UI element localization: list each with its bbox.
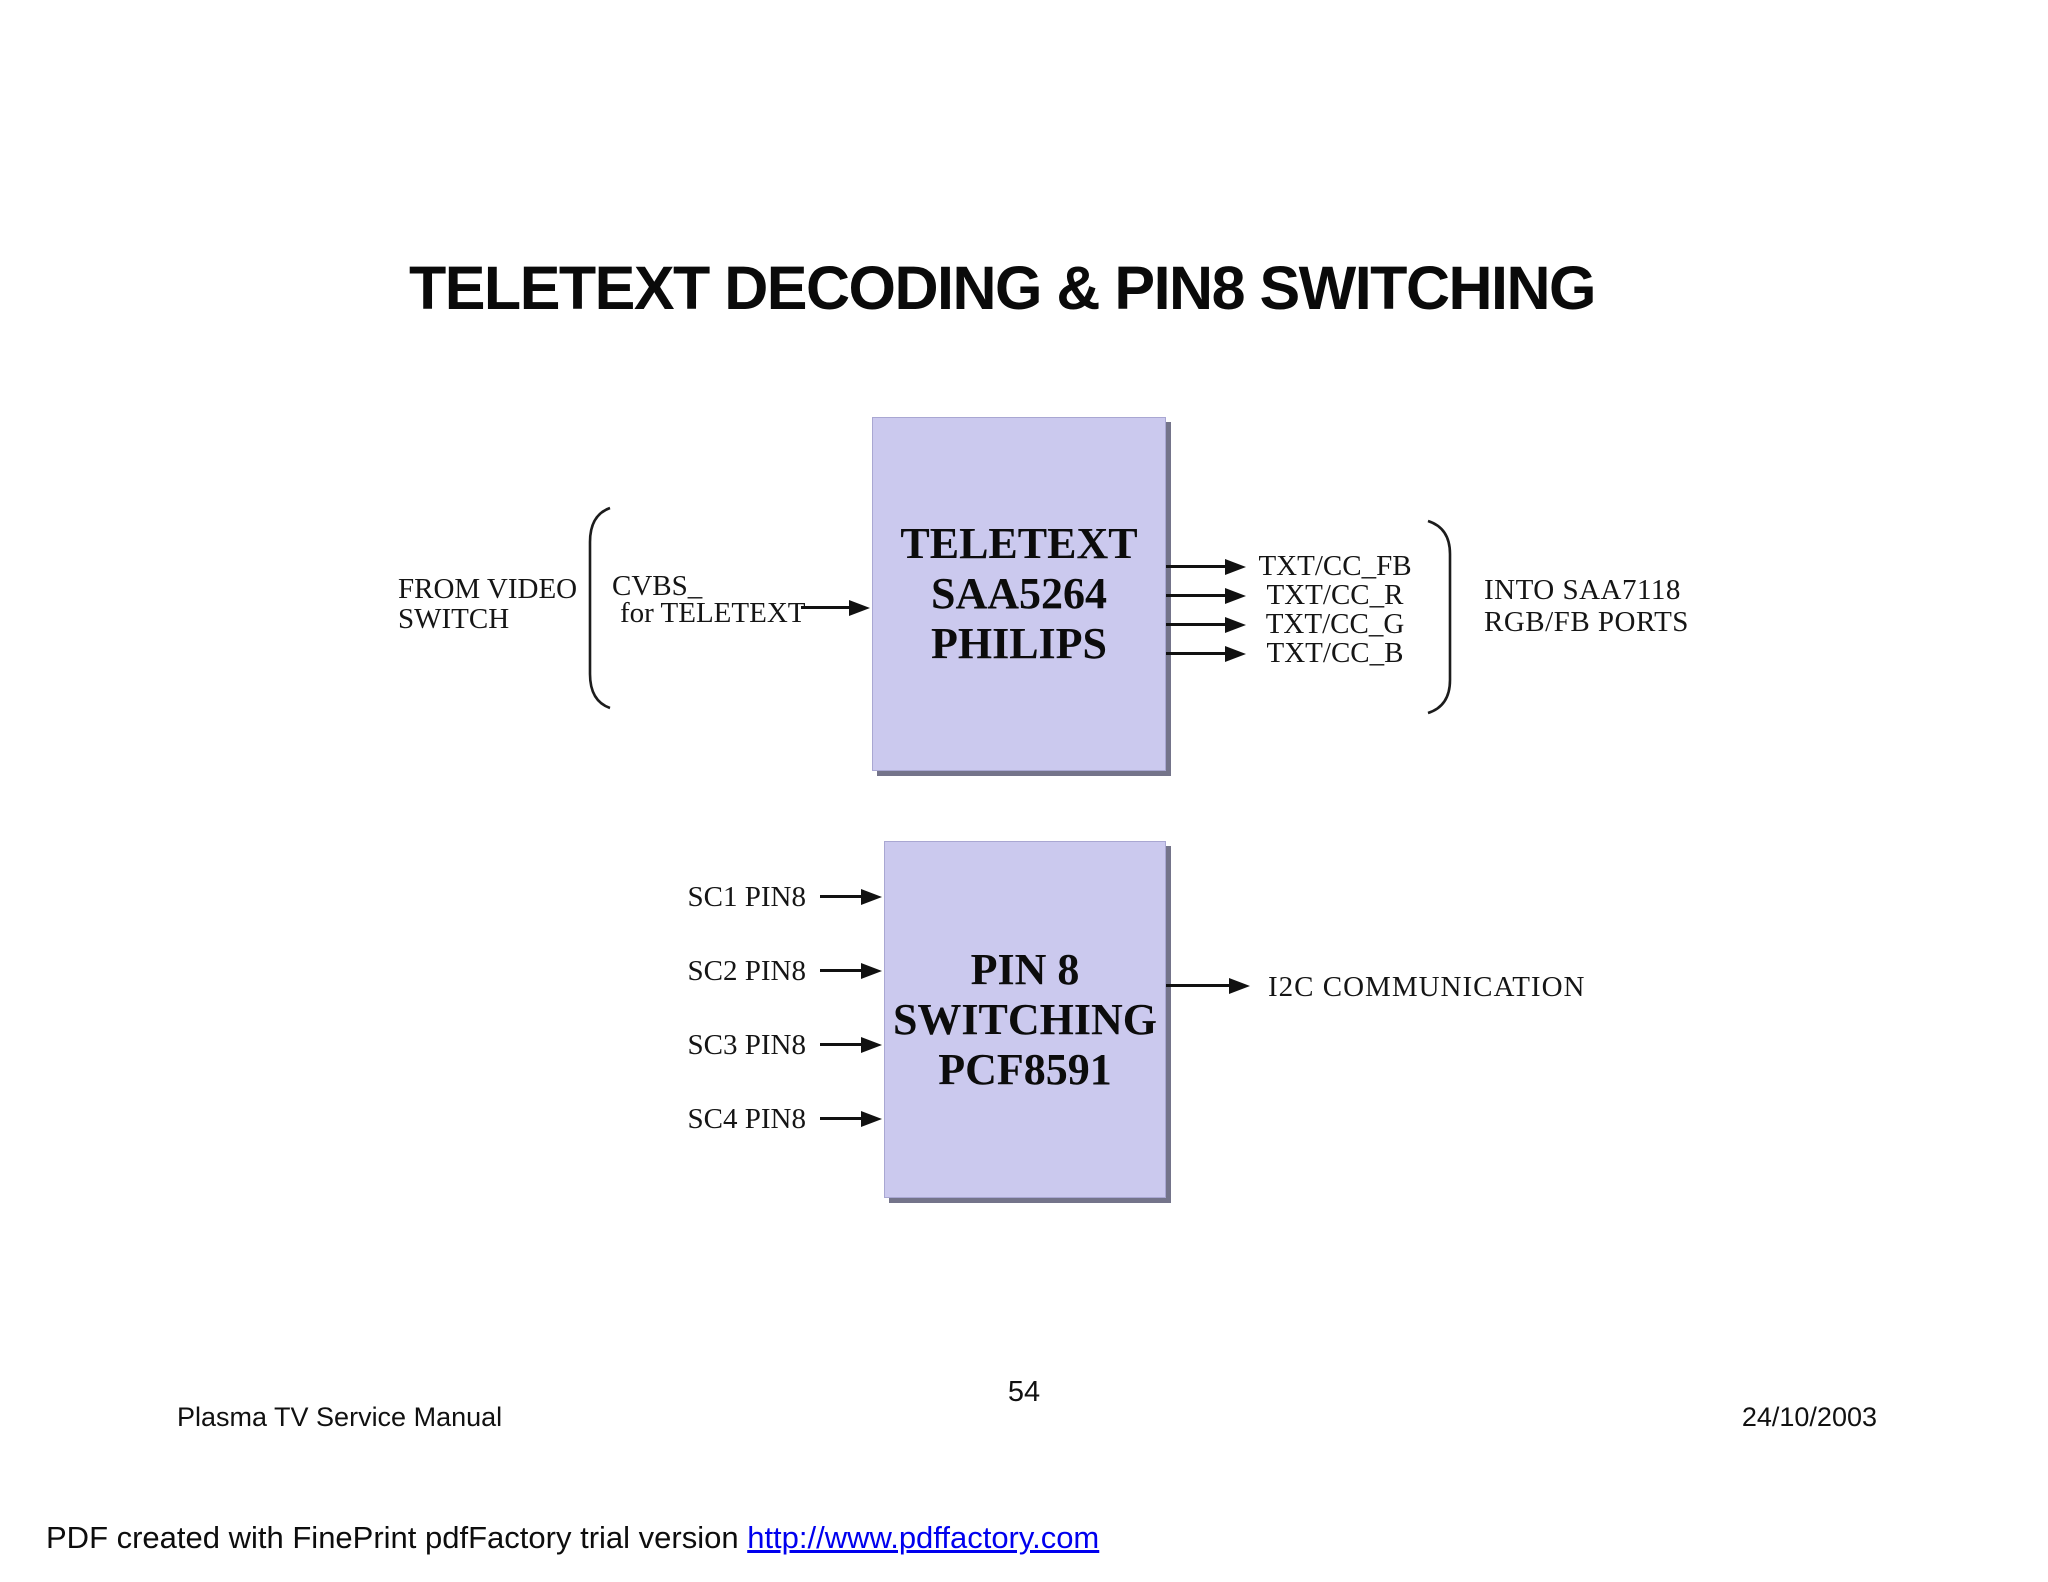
source-label-line1: FROM VIDEO: [398, 573, 578, 605]
input-arrow-line: [801, 606, 850, 609]
watermark-line: PDF created with FinePrint pdfFactory tr…: [46, 1520, 1099, 1556]
switch-input-arrow-head-4-icon: [861, 1111, 882, 1127]
switch-output-label: I2C COMMUNICATION: [1268, 971, 1586, 1003]
output-arrow-line-4: [1166, 652, 1226, 655]
output-arrow-head-3-icon: [1225, 617, 1246, 633]
output-bracket-icon: [1427, 519, 1452, 715]
output-destination-label: INTO SAA7118 RGB/FB PORTS: [1484, 574, 1689, 638]
switch-input-arrow-head-2-icon: [861, 963, 882, 979]
switch-input-arrow-line-1: [820, 895, 862, 898]
pin8-switch-text: PIN 8 SWITCHING PCF8591: [893, 945, 1157, 1095]
input-arrow-head-icon: [849, 600, 870, 616]
output-arrow-line-1: [1166, 565, 1226, 568]
input-bracket-icon: [588, 506, 611, 710]
switch-output-arrow-head-icon: [1229, 978, 1250, 994]
page-title: TELETEXT DECODING & PIN8 SWITCHING: [408, 254, 1597, 322]
watermark-text: PDF created with FinePrint pdfFactory tr…: [46, 1520, 748, 1555]
input-signal-label: CVBS_ for TELETEXT: [612, 570, 806, 629]
footer-right-date: 24/10/2003: [1741, 1402, 1877, 1432]
decoder-line1: TELETEXT: [900, 519, 1138, 568]
output-signal-1: TXT/CC_FB: [1258, 550, 1412, 582]
decoder-line3: PHILIPS: [930, 619, 1108, 668]
footer-left: Plasma TV Service Manual: [177, 1402, 503, 1432]
destination-line1: INTO SAA7118: [1484, 574, 1681, 606]
output-signal-4: TXT/CC_B: [1266, 637, 1404, 669]
switch-input-arrow-head-1-icon: [861, 889, 882, 905]
teletext-decoder-text: TELETEXT SAA5264 PHILIPS: [900, 519, 1137, 669]
switch-input-arrow-line-3: [820, 1043, 862, 1046]
switch-line2: SWITCHING: [892, 994, 1158, 1044]
switch-input-label-1: SC1 PIN8: [687, 881, 806, 913]
switch-input-arrow-line-4: [820, 1117, 862, 1120]
output-signal-3: TXT/CC_G: [1265, 608, 1405, 640]
source-label-line2: SWITCH: [398, 603, 510, 635]
destination-line2: RGB/FB PORTS: [1484, 606, 1689, 638]
switch-output-arrow-line: [1166, 984, 1230, 987]
teletext-decoder-box: TELETEXT SAA5264 PHILIPS: [872, 417, 1166, 771]
output-arrow-head-2-icon: [1225, 588, 1246, 604]
output-signal-list: TXT/CC_FB TXT/CC_R TXT/CC_G TXT/CC_B: [1250, 552, 1420, 668]
watermark-link[interactable]: http://www.pdffactory.com: [747, 1520, 1100, 1555]
output-signal-2: TXT/CC_R: [1266, 579, 1404, 611]
switch-input-label-2: SC2 PIN8: [687, 955, 806, 987]
pin8-switch-box: PIN 8 SWITCHING PCF8591: [884, 841, 1166, 1198]
output-arrow-line-2: [1166, 594, 1226, 597]
input-signal-line1: CVBS_: [612, 570, 703, 602]
switch-input-label-4: SC4 PIN8: [687, 1103, 806, 1135]
switch-input-arrow-head-3-icon: [861, 1037, 882, 1053]
output-arrow-line-3: [1166, 623, 1226, 626]
source-label: FROM VIDEO SWITCH: [398, 574, 577, 634]
output-arrow-head-1-icon: [1225, 559, 1246, 575]
decoder-line2: SAA5264: [930, 569, 1108, 618]
output-arrow-head-4-icon: [1225, 646, 1246, 662]
switch-line3: PCF8591: [938, 1044, 1112, 1094]
switch-line1: PIN 8: [970, 944, 1080, 994]
input-signal-line2: for TELETEXT: [620, 597, 806, 629]
switch-input-arrow-line-2: [820, 969, 862, 972]
page-number: 54: [1007, 1376, 1041, 1408]
switch-input-label-3: SC3 PIN8: [687, 1029, 806, 1061]
